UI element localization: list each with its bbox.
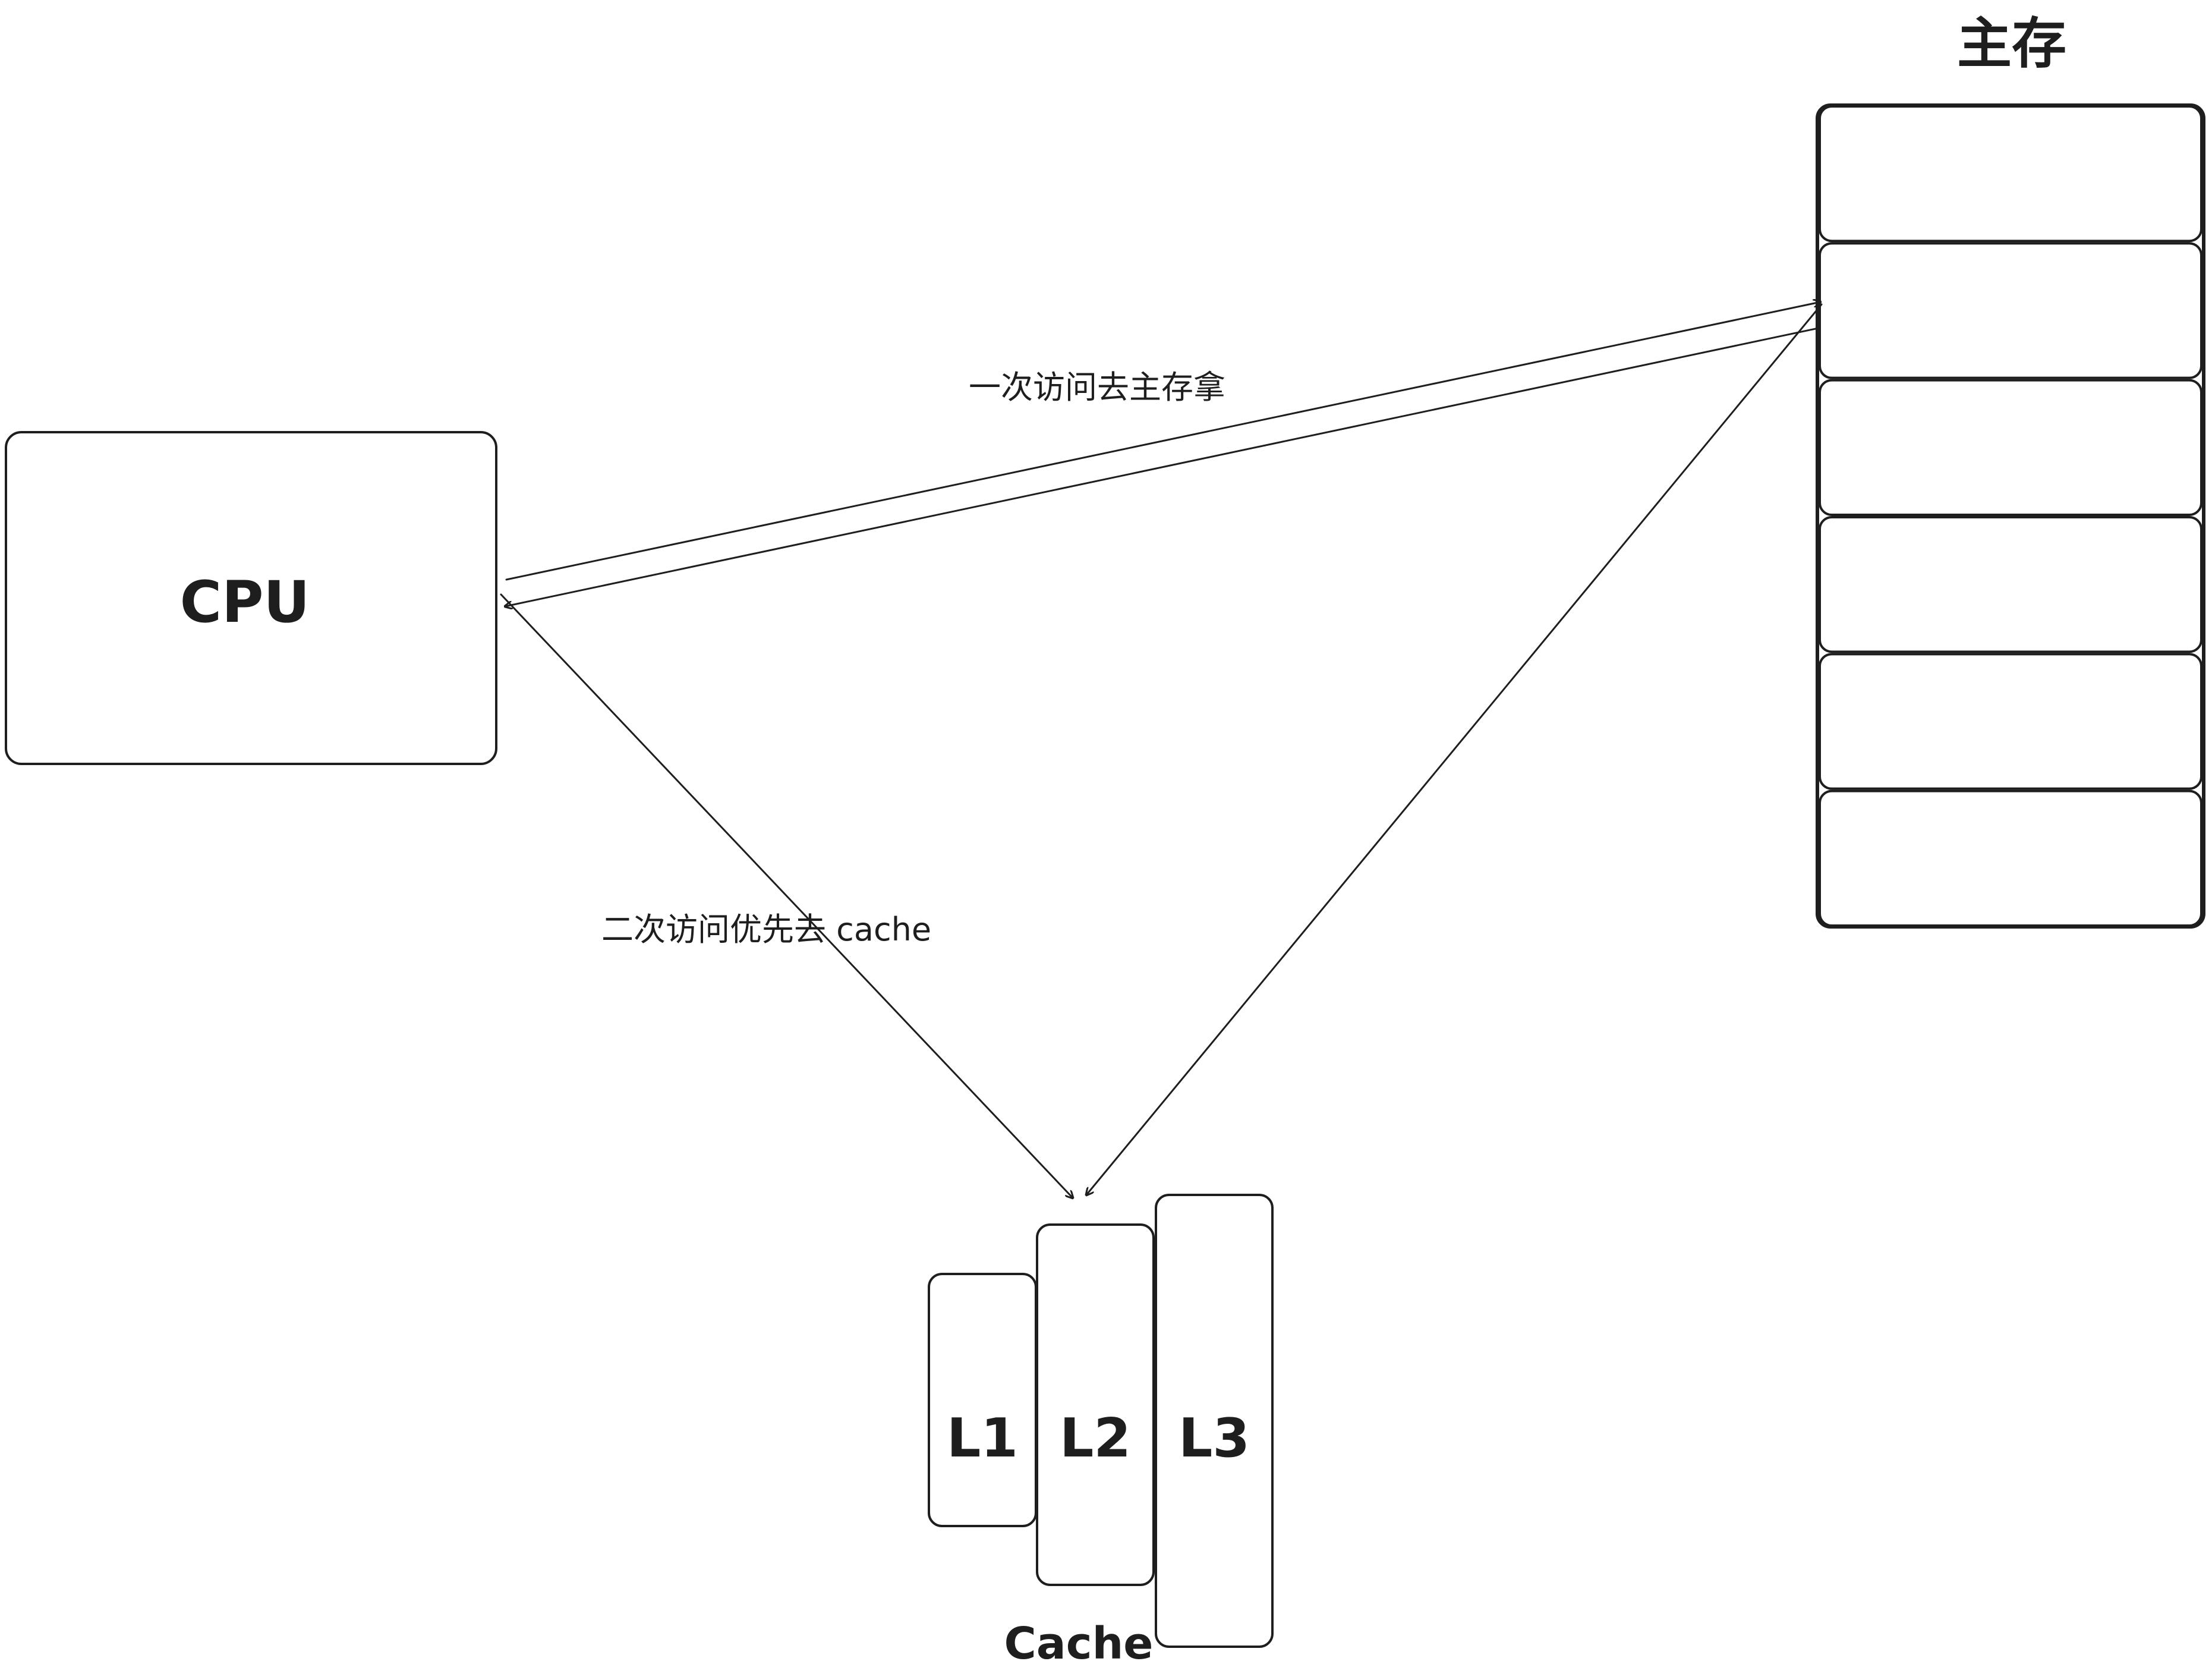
cache-node[interactable]: L1 L2 L3 Cache xyxy=(928,1194,1274,1669)
cache-caption: Cache xyxy=(1004,1618,1154,1669)
cache-l3-label: L3 xyxy=(1179,1407,1250,1470)
cpu-label: CPU xyxy=(180,569,310,635)
cpu-box[interactable] xyxy=(5,431,497,765)
memory-cell[interactable] xyxy=(1819,653,2202,790)
main-memory-title: 主存 xyxy=(1957,12,2066,75)
edge-label-second-access: 二次访问优先去 cache xyxy=(601,911,931,948)
memory-cell[interactable] xyxy=(1819,379,2202,517)
cache-l3-box[interactable] xyxy=(1155,1194,1274,1648)
edges xyxy=(500,302,1823,1198)
cpu-node[interactable]: CPU xyxy=(5,431,497,765)
cache-l1-box[interactable] xyxy=(928,1273,1037,1527)
edge-cpu-to-cache[interactable] xyxy=(500,593,1073,1198)
edge-memory-to-cpu[interactable] xyxy=(505,328,1817,606)
edge-cpu-to-memory[interactable] xyxy=(505,302,1820,581)
edge-label-first-access: 一次访问去主存拿 xyxy=(969,369,1225,406)
edge-memory-to-cache[interactable] xyxy=(1086,303,1823,1195)
cache-l2-label: L2 xyxy=(1060,1407,1131,1470)
memory-cells xyxy=(1819,105,2202,927)
memory-cell[interactable] xyxy=(1819,105,2202,243)
memory-cell[interactable] xyxy=(1819,242,2202,379)
memory-cell[interactable] xyxy=(1819,789,2202,927)
cache-l1-label: L1 xyxy=(947,1407,1018,1470)
cache-l2-box[interactable] xyxy=(1036,1223,1155,1586)
memory-cell[interactable] xyxy=(1819,516,2202,653)
main-memory-node[interactable]: 主存 xyxy=(1816,12,2205,929)
